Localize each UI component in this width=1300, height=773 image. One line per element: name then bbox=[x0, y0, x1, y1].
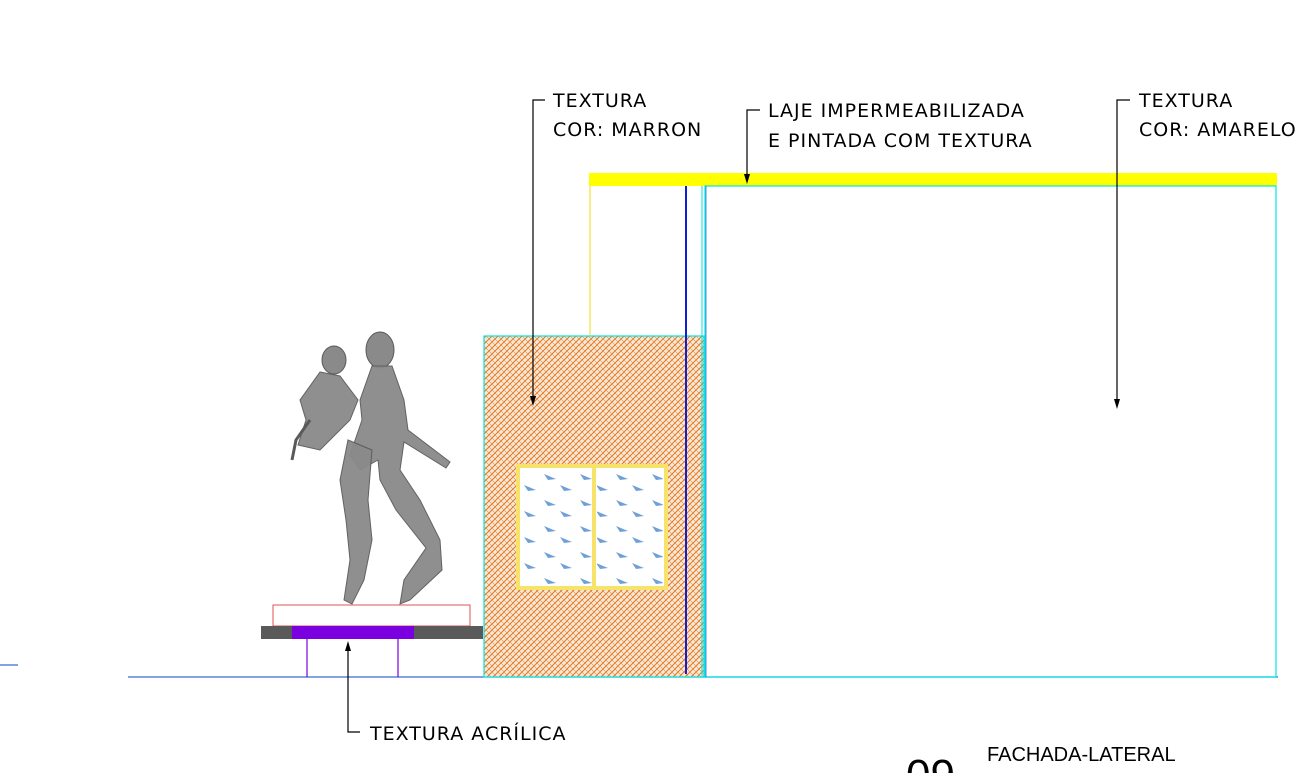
label-textura-marrom-1: TEXTURA bbox=[552, 90, 647, 112]
dancing-couple-statue bbox=[290, 331, 451, 605]
drawing-title: FACHADA-LATERAL bbox=[987, 744, 1176, 766]
leader-textura-amarelo bbox=[1114, 99, 1130, 409]
main-wall bbox=[704, 185, 1277, 678]
leader-textura-marrom bbox=[530, 99, 545, 406]
leader-laje bbox=[744, 109, 760, 184]
label-textura-amarelo-1: TEXTURA bbox=[1138, 90, 1233, 112]
drawing-number: 09 bbox=[906, 751, 955, 773]
roof-slab bbox=[589, 173, 1277, 186]
statue-pedestal bbox=[261, 604, 483, 677]
label-textura-marrom-2: COR: MARRON bbox=[553, 119, 702, 141]
label-laje-1: LAJE IMPERMEABILIZADA bbox=[768, 100, 1025, 122]
window bbox=[516, 464, 668, 590]
label-laje-2: E PINTADA COM TEXTURA bbox=[768, 130, 1033, 152]
leader-textura-acrilica bbox=[345, 641, 360, 733]
label-textura-amarelo-2: COR: AMARELO bbox=[1139, 119, 1297, 141]
label-textura-acrilica: TEXTURA ACRÍLICA bbox=[369, 722, 566, 745]
